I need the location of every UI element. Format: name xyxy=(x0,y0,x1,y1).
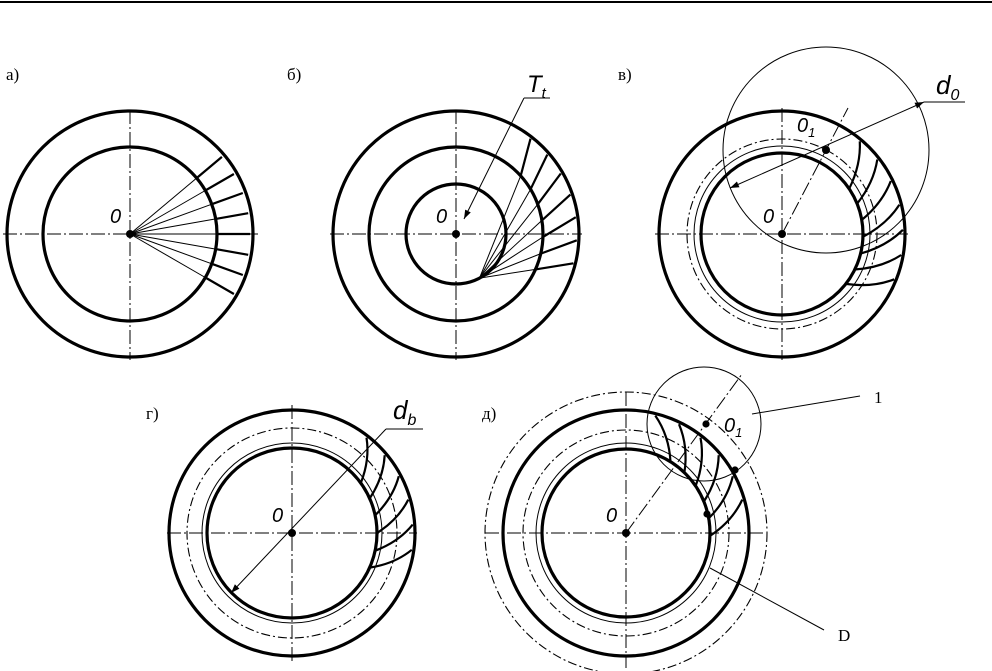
panel-b-tag: б) xyxy=(287,65,301,84)
panel-d-contact-point-upper xyxy=(731,466,738,473)
panel-d: д) 01 1 D 0 xyxy=(482,367,883,671)
panel-b: б) Tt 0 xyxy=(287,65,582,360)
panel-g-dimension-line xyxy=(231,429,386,593)
panel-v-tooth-curve xyxy=(863,205,899,237)
panel-a-tooth-segment xyxy=(216,249,249,255)
panel-a: а) 0 xyxy=(3,65,258,360)
panel-b-tooth-segment xyxy=(538,174,561,205)
panel-d-tag: д) xyxy=(482,404,496,423)
panel-g: г) db 0 xyxy=(146,395,423,663)
panel-a-ray xyxy=(130,178,197,234)
panel-a-tooth-segment xyxy=(216,213,249,219)
panel-g-leader-label: db xyxy=(393,395,416,429)
panel-a-tooth-segment xyxy=(205,174,234,191)
panel-v-leader-label: d0 xyxy=(936,70,959,104)
panel-d-center-label: 0 xyxy=(606,505,617,527)
panel-v-tooth-curve xyxy=(849,141,860,188)
panel-b-tooth-segments xyxy=(521,139,577,270)
panel-b-tooth-segment xyxy=(531,155,548,190)
panel-a-ray xyxy=(130,204,212,234)
panel-d-callout-1-label: 1 xyxy=(874,388,883,407)
panel-v-tooth-curve xyxy=(855,255,901,270)
panel-v-o1-point xyxy=(822,146,830,154)
panel-d-center-point xyxy=(622,529,630,537)
panel-d-tooth-curve xyxy=(679,424,686,472)
panel-v-tooth-curve xyxy=(862,181,891,220)
panel-v-center-label: 0 xyxy=(763,206,774,228)
panel-b-tooth-segment xyxy=(536,263,574,269)
panel-d-tooth-curve xyxy=(696,438,702,486)
panel-d-center-link xyxy=(626,374,742,533)
panel-b-tooth-segment xyxy=(541,240,577,253)
panel-v-tooth-curve xyxy=(846,279,894,285)
panel-d-tooth-curve xyxy=(704,455,719,501)
panel-a-rays xyxy=(130,178,217,277)
panel-v-tag: в) xyxy=(618,65,632,84)
panel-g-tooth-curves xyxy=(361,438,413,568)
panel-b-center-label: 0 xyxy=(436,206,447,228)
panel-v-tooth-curve xyxy=(857,160,877,204)
panel-b-center-point xyxy=(452,230,460,238)
panel-v: в) d0 01 0 xyxy=(618,47,965,360)
panel-d-callout-D-line xyxy=(710,568,824,630)
panel-b-leader-label: Tt xyxy=(527,71,547,102)
panel-d-contact-point-lower xyxy=(703,510,710,517)
panel-b-ray xyxy=(480,176,521,278)
panel-d-o1-label: 01 xyxy=(724,415,742,440)
panel-a-tooth-segment xyxy=(205,278,234,295)
panel-b-ray xyxy=(480,204,538,278)
panel-a-tooth-segment xyxy=(212,264,243,275)
panel-g-center-label: 0 xyxy=(272,505,283,527)
panel-v-center-point xyxy=(778,230,786,238)
panel-a-center-point xyxy=(126,230,134,238)
panel-a-ray xyxy=(130,234,212,264)
panel-a-center-label: 0 xyxy=(110,206,121,228)
panel-v-dimension-line xyxy=(730,102,924,188)
panel-d-o1-point xyxy=(702,420,709,427)
panel-d-callout-D-label: D xyxy=(838,626,850,645)
panel-g-center-point xyxy=(288,529,296,537)
panel-a-tooth-segment xyxy=(212,193,243,204)
panel-b-tooth-segment xyxy=(521,139,531,176)
panel-a-tag: а) xyxy=(6,65,19,84)
panel-v-o1-label: 01 xyxy=(797,115,815,140)
panel-b-tooth-segment xyxy=(542,195,571,221)
panel-v-tooth-curve xyxy=(861,230,903,254)
panel-a-tooth-segment xyxy=(197,157,222,178)
panel-g-tag: г) xyxy=(146,404,159,423)
panel-a-tooth-segments xyxy=(197,157,250,294)
panel-d-callout-1-line xyxy=(752,396,860,414)
